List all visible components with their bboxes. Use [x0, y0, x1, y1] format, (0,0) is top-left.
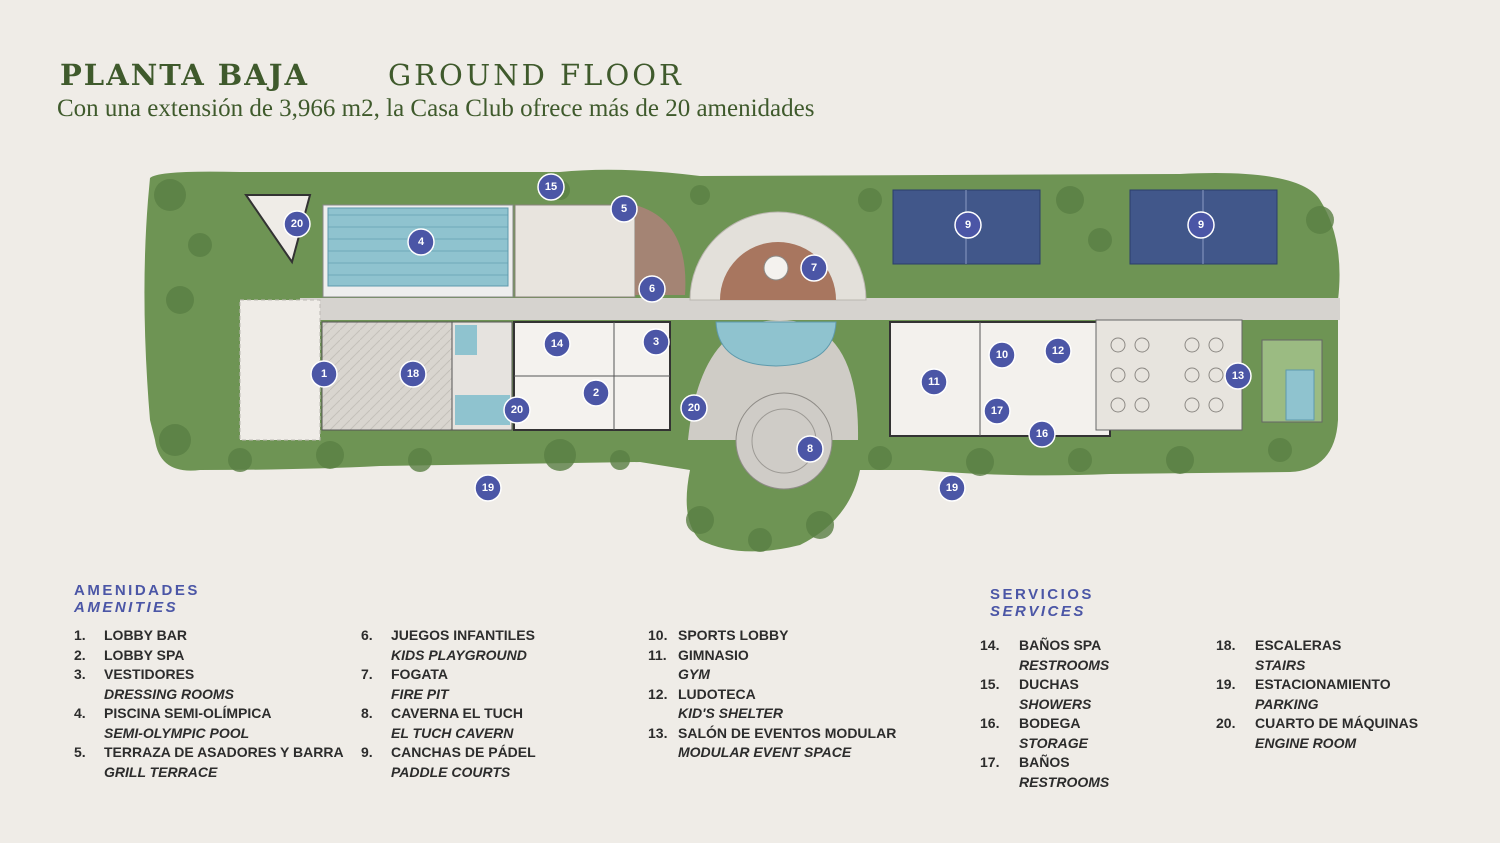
svg-text:19: 19 — [482, 482, 494, 494]
svg-text:3: 3 — [653, 336, 659, 348]
foliage-texture — [154, 179, 1334, 552]
svg-text:4: 4 — [418, 236, 425, 248]
svg-text:12: 12 — [1052, 345, 1064, 357]
marker-19-left[interactable]: 19 — [474, 474, 502, 502]
marker-11[interactable]: 11 — [920, 368, 948, 396]
cavern-el-tuch — [735, 392, 833, 490]
svg-text:16: 16 — [1036, 428, 1048, 440]
marker-10[interactable]: 10 — [988, 341, 1016, 369]
svg-text:15: 15 — [545, 181, 557, 193]
marker-20-plaza[interactable]: 20 — [680, 394, 708, 422]
marker-1[interactable]: 1 — [310, 360, 338, 388]
svg-text:5: 5 — [621, 203, 627, 215]
page-title: PLANTA BAJA — [60, 58, 310, 92]
svg-text:11: 11 — [928, 376, 940, 388]
amenity-2: 2.LOBBY SPA — [74, 646, 185, 663]
main-walkway — [300, 298, 1340, 320]
marker-15[interactable]: 15 — [537, 173, 565, 201]
lobby-bar — [321, 321, 453, 431]
svg-text:20: 20 — [291, 218, 303, 230]
svg-text:20: 20 — [511, 404, 523, 416]
lobby-water-feature-north — [455, 325, 477, 355]
marker-20-west[interactable]: 20 — [283, 210, 311, 238]
grill-terrace-deck — [514, 204, 636, 298]
marker-5[interactable]: 5 — [610, 195, 638, 223]
lobby-water-feature-south — [455, 395, 510, 425]
svg-text:9: 9 — [965, 219, 971, 231]
svg-text:7: 7 — [811, 262, 817, 274]
svg-text:19: 19 — [946, 482, 958, 494]
marker-19-right[interactable]: 19 — [938, 474, 966, 502]
marker-9-right[interactable]: 9 — [1187, 211, 1215, 239]
amenities-header-en: AMENITIES — [74, 599, 179, 616]
svg-text:2: 2 — [593, 387, 599, 399]
marker-3[interactable]: 3 — [642, 328, 670, 356]
svg-text:9: 9 — [1198, 219, 1204, 231]
page-subtitle: Con una extensión de 3,966 m2, la Casa C… — [57, 95, 815, 122]
grill-terrace-wood-deck — [635, 205, 686, 295]
marker-18[interactable]: 18 — [399, 360, 427, 388]
svg-text:17: 17 — [991, 405, 1003, 417]
marker-12[interactable]: 12 — [1044, 337, 1072, 365]
services-header: SERVICIOS SERVICES — [990, 586, 1094, 620]
svg-text:6: 6 — [649, 283, 655, 295]
marker-20-spa[interactable]: 20 — [503, 396, 531, 424]
svg-text:13: 13 — [1232, 370, 1244, 382]
reflecting-pool — [715, 321, 837, 367]
marker-14[interactable]: 14 — [543, 330, 571, 358]
svg-text:14: 14 — [551, 338, 564, 350]
amenity-10: 10.SPORTS LOBBY — [648, 627, 789, 643]
event-pool — [1285, 369, 1315, 421]
svg-text:20: 20 — [688, 402, 700, 414]
marker-7[interactable]: 7 — [800, 254, 828, 282]
svg-text:18: 18 — [407, 368, 419, 380]
amenity-1: 1.LOBBY BAR — [74, 627, 187, 643]
amenities-header-es: AMENIDADES — [74, 582, 200, 599]
amenities-header: AMENIDADES AMENITIES — [74, 582, 200, 616]
marker-8[interactable]: 8 — [796, 435, 824, 463]
marker-4[interactable]: 4 — [407, 228, 435, 256]
fire-pit — [763, 255, 789, 281]
marker-2[interactable]: 2 — [582, 379, 610, 407]
entrance-plaza — [239, 299, 321, 441]
services-header-en: SERVICES — [990, 603, 1086, 620]
marker-17[interactable]: 17 — [983, 397, 1011, 425]
marker-16[interactable]: 16 — [1028, 420, 1056, 448]
marker-9-left[interactable]: 9 — [954, 211, 982, 239]
event-tables — [1110, 337, 1224, 413]
svg-text:1: 1 — [321, 368, 327, 380]
svg-text:8: 8 — [807, 443, 813, 455]
marker-13[interactable]: 13 — [1224, 362, 1252, 390]
event-space — [1095, 319, 1243, 431]
page-title-english: GROUND FLOOR — [388, 58, 684, 92]
marker-6[interactable]: 6 — [638, 275, 666, 303]
services-header-es: SERVICIOS — [990, 586, 1094, 603]
svg-text:10: 10 — [996, 349, 1008, 361]
